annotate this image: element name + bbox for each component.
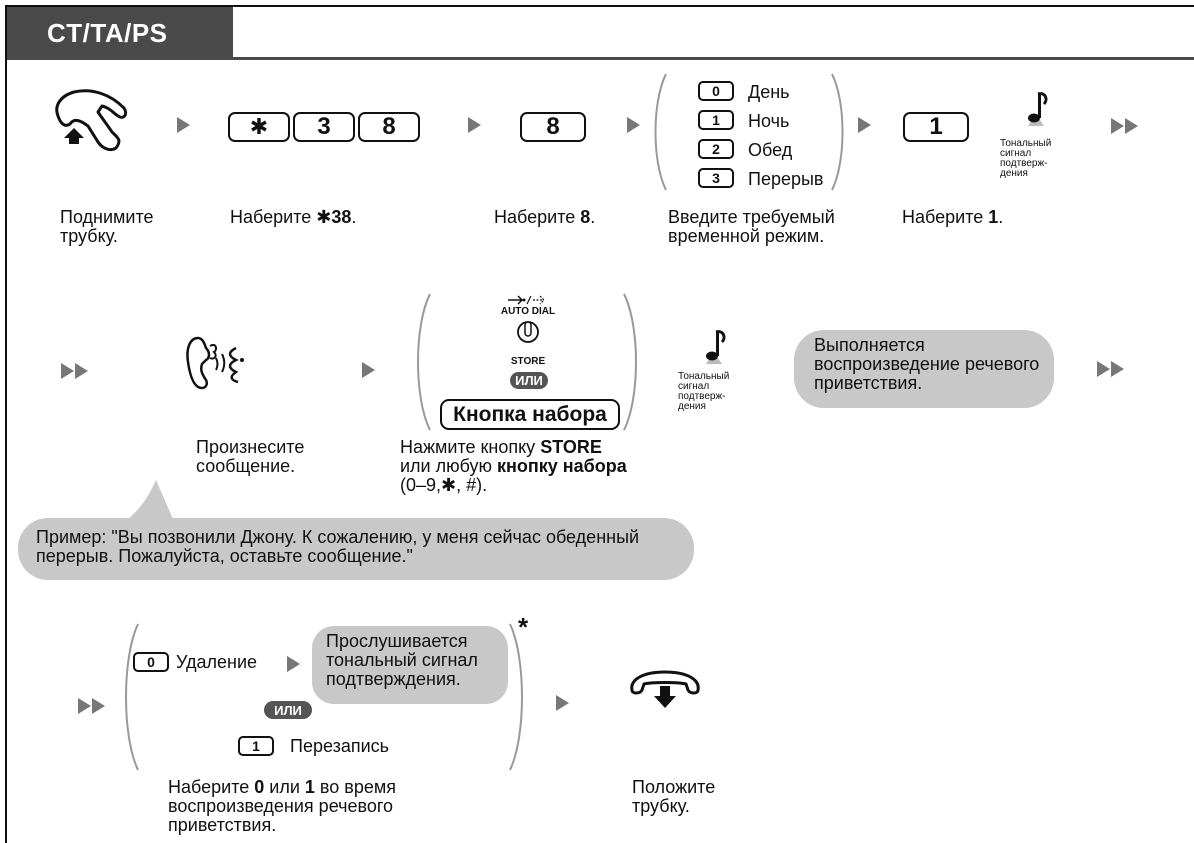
or-badge: ИЛИ xyxy=(264,701,312,719)
caption-dial-0-or-1: Наберите 0 или 1 во время воспроизведени… xyxy=(168,777,396,835)
key-8: 8 xyxy=(358,112,420,142)
frame-left-border xyxy=(5,5,7,843)
mode-label-lunch: Обед xyxy=(748,140,793,160)
delete-label: Удаление xyxy=(176,652,258,672)
mode-key-0: 0 xyxy=(698,81,734,101)
arrow-icon xyxy=(858,117,871,133)
key-star: ✱ xyxy=(228,112,290,142)
key-3: 3 xyxy=(293,112,355,142)
auto-dial-store-button-icon xyxy=(508,295,545,343)
auto-dial-label: AUTO DIAL xyxy=(500,306,556,317)
delete-key-0: 0 xyxy=(133,652,169,672)
arrow-icon xyxy=(177,117,190,133)
example-bubble: Пример: "Вы позвонили Джону. К сожалению… xyxy=(18,518,694,580)
frame-top-border xyxy=(5,5,1194,7)
double-arrow-icon xyxy=(1097,361,1125,377)
bracket-right xyxy=(831,73,844,191)
rerecord-key-1: 1 xyxy=(238,736,274,756)
store-label: STORE xyxy=(510,356,546,367)
mode-label-day: День xyxy=(748,82,790,102)
confirm-bubble: Прослушивается тональный сигнал подтверж… xyxy=(312,626,508,704)
arrow-icon xyxy=(556,695,569,711)
or-badge: ИЛИ xyxy=(510,372,548,389)
bracket-left xyxy=(417,293,431,431)
bracket-right xyxy=(623,293,637,431)
section-tab: CT/TA/PS xyxy=(7,7,233,59)
double-arrow-icon xyxy=(1111,118,1139,134)
handset-down-icon xyxy=(630,670,700,708)
footnote-asterisk: * xyxy=(518,612,529,642)
tone-label: Тональный сигнал подтверж-дения xyxy=(1000,138,1052,179)
caption-dial-star38: Наберите ✱38. xyxy=(230,207,357,227)
arrow-icon xyxy=(287,656,300,672)
caption-lift-handset: Поднимите трубку. xyxy=(60,207,154,246)
rerecord-label: Перезапись xyxy=(290,736,390,756)
mode-key-3: 3 xyxy=(698,168,734,188)
caption-dial-1: Наберите 1. xyxy=(902,207,1004,227)
section-tab-underline xyxy=(7,57,1194,60)
tone-note-icon xyxy=(1028,92,1048,126)
double-arrow-icon xyxy=(61,363,89,379)
bracket-right xyxy=(509,623,523,771)
arrow-icon xyxy=(627,117,640,133)
tone-note-icon xyxy=(706,330,726,364)
arrow-icon xyxy=(468,117,481,133)
key-8-single: 8 xyxy=(520,112,586,142)
speaking-person-icon xyxy=(186,336,244,390)
caption-dial-8: Наберите 8. xyxy=(494,207,596,227)
double-arrow-icon xyxy=(78,698,106,714)
arrow-icon xyxy=(362,362,375,378)
playback-bubble: Выполняется воспроизведение речевого при… xyxy=(794,330,1054,408)
caption-press-store: Нажмите кнопку STORE или любую кнопку на… xyxy=(400,437,627,495)
mode-label-break: Перерыв xyxy=(748,169,824,189)
example-bubble-tail xyxy=(120,480,176,526)
mode-key-2: 2 xyxy=(698,139,734,159)
handset-up-icon xyxy=(55,89,128,152)
caption-speak-message: Произнесите сообщение. xyxy=(196,437,305,476)
bracket-left xyxy=(125,623,139,771)
mode-key-1: 1 xyxy=(698,110,734,130)
caption-enter-mode: Введите требуемый временной режим. xyxy=(668,207,835,246)
dial-button: Кнопка набора xyxy=(440,399,620,430)
tone-label: Тональный сигнал подтверж-дения xyxy=(678,371,730,412)
section-tab-title: CT/TA/PS xyxy=(47,17,168,48)
caption-hang-up: Положите трубку. xyxy=(632,777,716,816)
bracket-left xyxy=(654,73,667,191)
mode-label-night: Ночь xyxy=(748,111,790,131)
key-1-confirm: 1 xyxy=(903,112,969,142)
